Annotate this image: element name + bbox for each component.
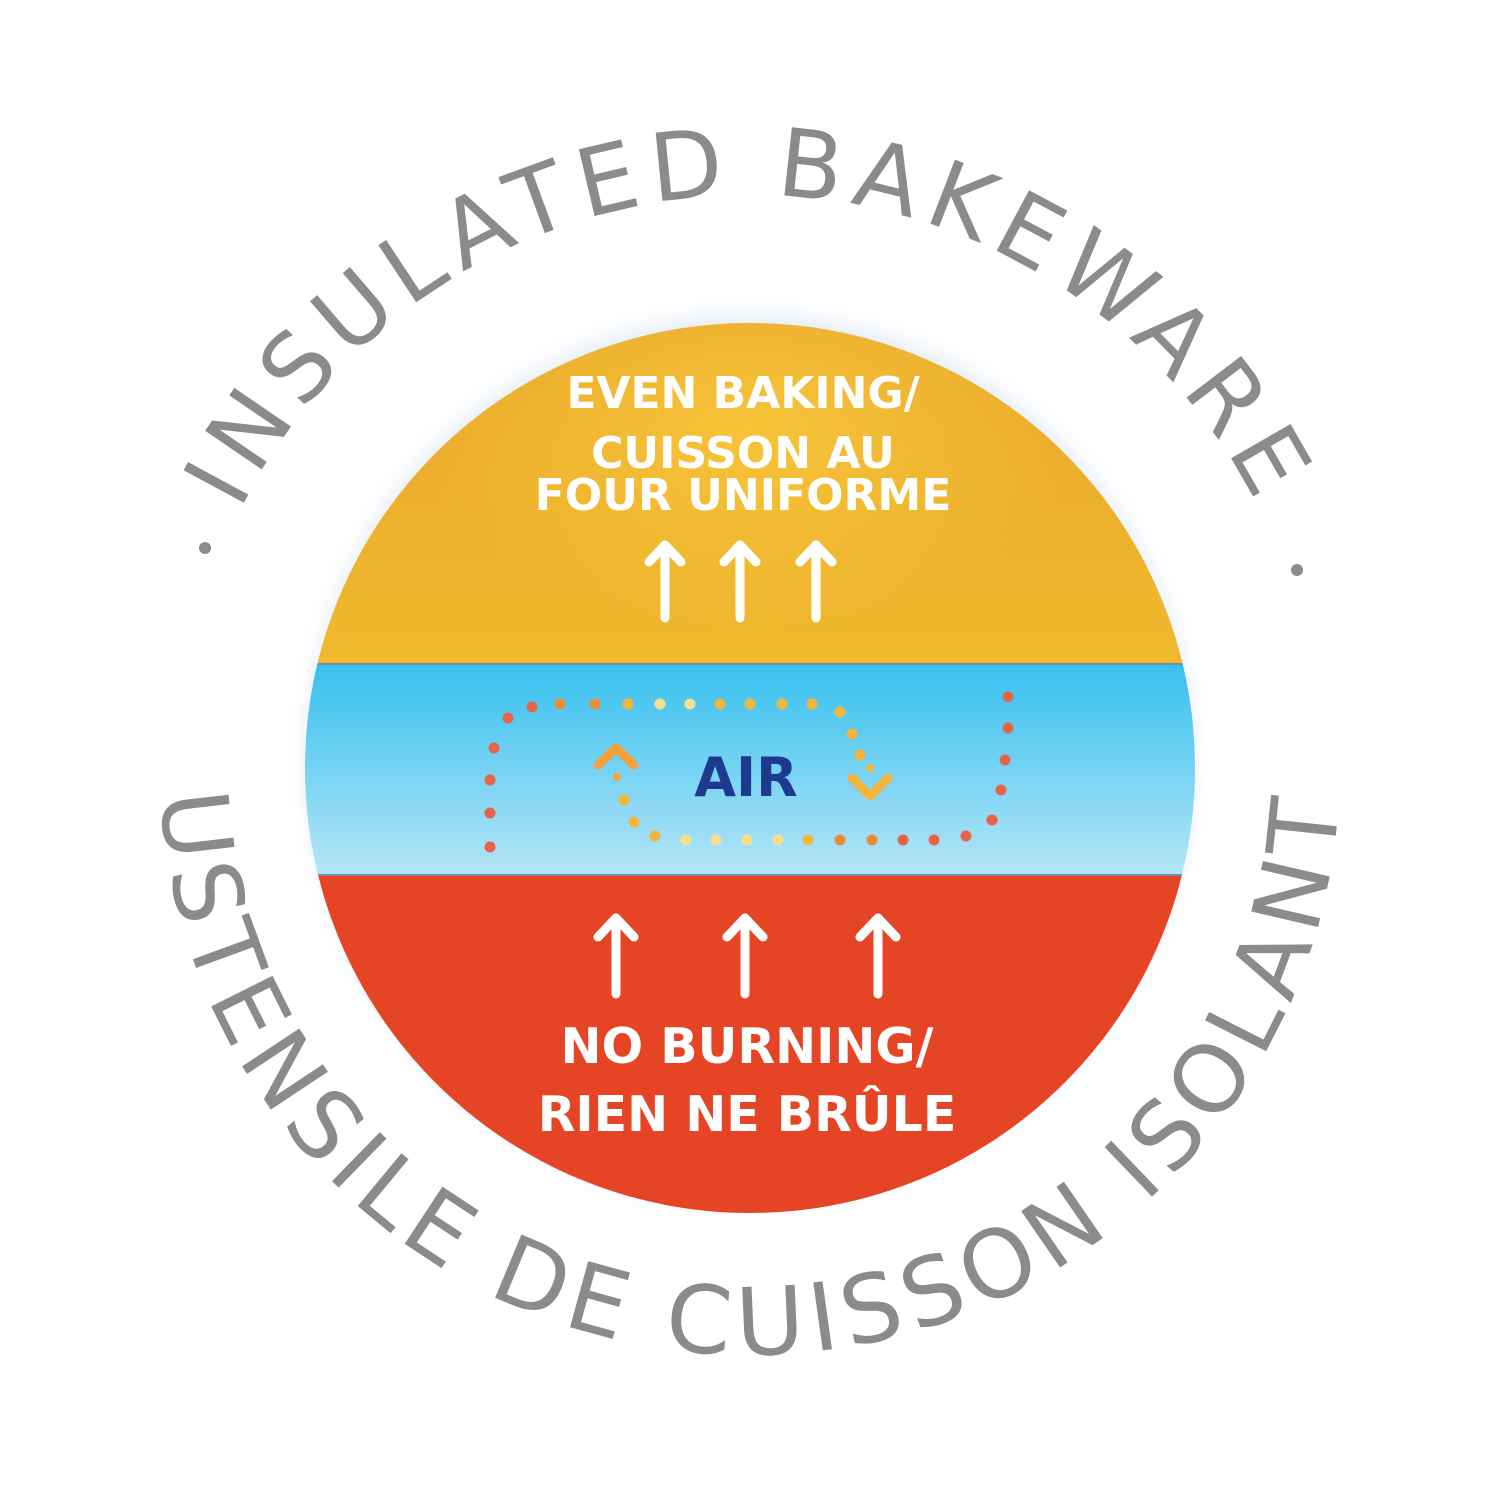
up-arrow-icon [719, 540, 761, 623]
up-arrow-icon [722, 913, 768, 999]
top-band-line-1: EVEN BAKING/ [566, 368, 920, 419]
air-flow-down-chevron-icon [847, 764, 893, 801]
air-circulation-dots [484, 691, 1014, 853]
bottom-band-line-1: NO BURNING/ [561, 1018, 934, 1075]
top-band-line-2: CUISSON AU [591, 428, 895, 479]
bottom-band-arrows [593, 913, 901, 999]
up-arrow-icon [593, 913, 639, 999]
air-label: AIR [694, 746, 797, 809]
top-band-line-3: FOUR UNIFORME [535, 470, 952, 521]
ring-separator-right [1291, 564, 1303, 576]
up-arrow-icon [795, 540, 837, 623]
ring-separator-left [199, 542, 211, 554]
up-arrow-icon [855, 913, 901, 999]
up-arrow-icon [644, 540, 686, 623]
bottom-band-line-2: RIEN NE BRÛLE [538, 1084, 957, 1143]
air-flow-up-chevron-icon [593, 743, 639, 781]
top-band-arrows [644, 540, 837, 623]
